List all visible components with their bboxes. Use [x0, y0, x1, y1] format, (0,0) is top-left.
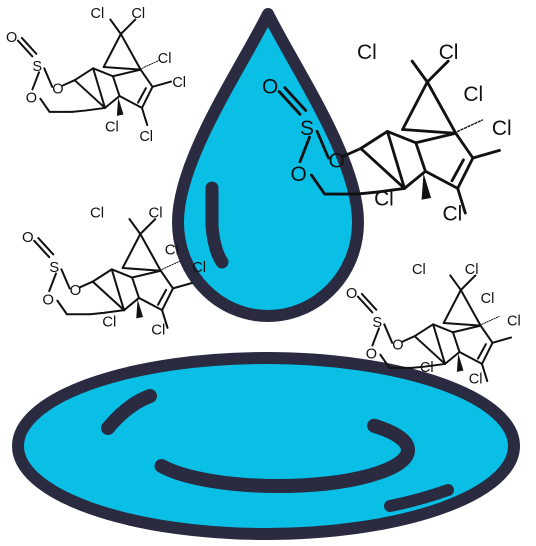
endosulfan-molecule-icon: O S O O Cl Cl Cl Cl Cl Cl — [346, 262, 521, 388]
atom-cl-bridgehead: Cl — [105, 120, 119, 136]
atom-s: S — [32, 59, 42, 75]
atom-cl-vinyl-lower: Cl — [443, 203, 463, 226]
atom-cl-vinyl-upper: Cl — [492, 117, 512, 140]
puddle-icon — [12, 352, 520, 540]
atom-cl-vinyl-lower: Cl — [139, 129, 153, 145]
atom-cl-bridgehead: Cl — [102, 313, 116, 330]
atom-cl-vinyl-upper: Cl — [192, 259, 206, 276]
atom-cl-hashed: Cl — [165, 241, 179, 258]
atom-cl-bridge-left: Cl — [357, 41, 377, 64]
atom-o-double: O — [346, 286, 357, 302]
atom-cl-bridge-left: Cl — [90, 6, 104, 22]
water-drop-icon — [172, 8, 364, 322]
atom-cl-bridgehead: Cl — [374, 188, 394, 211]
atom-cl-bridge-right: Cl — [131, 6, 145, 22]
puddle-ring — [141, 407, 415, 493]
atom-o-ring-right: O — [329, 150, 345, 173]
atom-cl-bridge-left: Cl — [412, 262, 426, 278]
atom-cl-bridge-right: Cl — [465, 262, 479, 278]
atom-o-ring-right: O — [392, 337, 403, 353]
atom-o-ring-right: O — [52, 81, 63, 97]
atom-cl-hashed: Cl — [158, 51, 172, 67]
puddle-highlight-left — [101, 389, 157, 435]
atom-cl-vinyl-upper: Cl — [507, 314, 521, 330]
atom-cl-vinyl-lower: Cl — [151, 322, 165, 339]
atom-cl-vinyl-upper: Cl — [172, 75, 186, 91]
atom-o-double: O — [262, 75, 278, 98]
puddle-highlight-right — [384, 484, 454, 512]
atom-o-ring-right: O — [70, 282, 82, 299]
atom-o-double: O — [6, 30, 17, 46]
atom-o-double: O — [22, 229, 34, 246]
atom-cl-hashed: Cl — [481, 291, 495, 307]
atom-s: S — [372, 315, 382, 331]
atom-cl-bridge-left: Cl — [90, 205, 104, 222]
endosulfan-molecule-icon: O S O O Cl Cl Cl Cl Cl Cl — [22, 205, 206, 339]
atom-cl-bridge-right: Cl — [148, 205, 162, 222]
atom-s: S — [300, 117, 314, 140]
endosulfan-molecule-icon: O S O O Cl Cl Cl Cl Cl Cl — [6, 6, 186, 145]
atom-s: S — [49, 259, 59, 276]
atom-cl-vinyl-lower: Cl — [469, 372, 483, 388]
atom-o-ring-left: O — [366, 347, 377, 363]
puddle-body — [12, 352, 520, 540]
drop-body — [172, 8, 364, 322]
atom-o-ring-left: O — [42, 292, 54, 309]
atom-o-ring-left: O — [26, 91, 37, 107]
atom-cl-bridgehead: Cl — [420, 360, 434, 376]
atom-cl-bridge-right: Cl — [439, 41, 459, 64]
endosulfan-molecule-icon: O S O O Cl Cl Cl Cl Cl Cl — [262, 41, 512, 226]
atom-cl-hashed: Cl — [463, 83, 483, 106]
drop-highlight — [205, 181, 229, 269]
atom-o-ring-left: O — [291, 163, 307, 186]
